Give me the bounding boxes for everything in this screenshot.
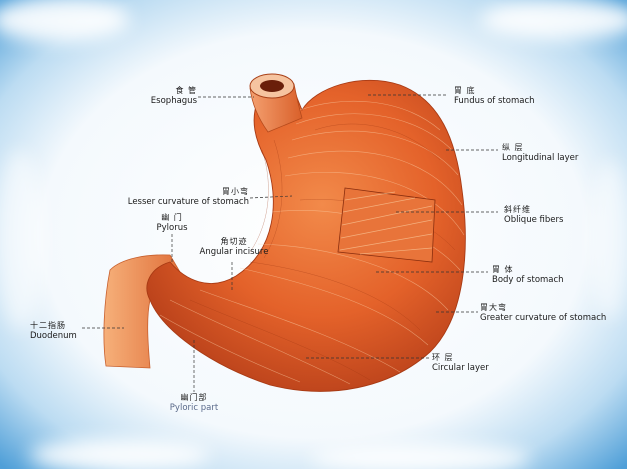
label-pylorus: 幽 门 Pylorus — [146, 212, 198, 234]
label-body-en: Body of stomach — [492, 275, 564, 285]
label-circular-zh: 环 层 — [432, 353, 454, 362]
label-fundus: 胃 底 Fundus of stomach — [454, 85, 535, 107]
label-duodenum-en: Duodenum — [30, 331, 77, 341]
label-longitudinal-en: Longitudinal layer — [502, 153, 579, 163]
label-esophagus: 食 管 Esophagus — [151, 85, 197, 107]
oblique-fibers-window — [337, 187, 436, 263]
label-oblique-zh: 斜纤维 — [504, 205, 531, 214]
label-angular-en: Angular incisure — [199, 247, 269, 257]
label-fundus-en: Fundus of stomach — [454, 96, 535, 106]
label-greater-curvature-zh: 胃大弯 — [480, 303, 507, 312]
muscle-fibers-dark — [189, 123, 456, 381]
label-pyloric-part-zh: 幽门部 — [180, 393, 208, 402]
label-duodenum-zh: 十二指肠 — [30, 321, 66, 330]
label-circular: 环 层 Circular layer — [432, 352, 489, 374]
label-lesser-curvature-en: Lesser curvature of stomach — [127, 197, 249, 207]
label-longitudinal: 纵 层 Longitudinal layer — [502, 142, 578, 164]
label-body: 胃 体 Body of stomach — [492, 264, 564, 286]
label-angular-zh: 角切迹 — [220, 237, 248, 246]
label-greater-curvature-en: Greater curvature of stomach — [480, 313, 607, 323]
label-fundus-zh: 胃 底 — [454, 86, 476, 95]
label-oblique-en: Oblique fibers — [504, 215, 564, 225]
label-longitudinal-zh: 纵 层 — [502, 143, 524, 152]
leader-lines — [82, 94, 498, 392]
label-pylorus-zh: 幽 门 — [161, 213, 183, 222]
label-lesser-curvature-zh: 胃小弯 — [222, 187, 249, 196]
label-lesser-curvature: 胃小弯 Lesser curvature of stomach — [128, 186, 249, 208]
label-circular-en: Circular layer — [432, 363, 489, 373]
label-esophagus-en: Esophagus — [150, 96, 197, 106]
label-pyloric-part: 幽门部 Pyloric part — [162, 392, 226, 414]
label-angular: 角切迹 Angular incisure — [196, 236, 272, 258]
oblique-fiber-lines — [339, 191, 433, 255]
label-esophagus-zh: 食 管 — [175, 86, 197, 95]
label-pylorus-en: Pylorus — [156, 223, 188, 233]
label-body-zh: 胃 体 — [492, 265, 514, 274]
stomach-shape — [146, 79, 466, 392]
label-pyloric-part-en: Pyloric part — [169, 403, 219, 413]
label-oblique: 斜纤维 Oblique fibers — [504, 204, 563, 226]
label-duodenum: 十二指肠 Duodenum — [30, 320, 77, 342]
label-greater-curvature: 胃大弯 Greater curvature of stomach — [480, 302, 606, 324]
